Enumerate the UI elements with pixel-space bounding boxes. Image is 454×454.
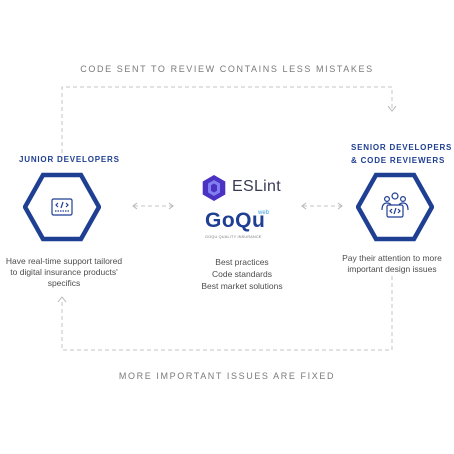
goqu-subtitle: GOQU QUALITY INSURANCE <box>205 235 262 239</box>
benefit-item: Code standards <box>211 269 272 279</box>
senior-developers-title: SENIOR DEVELOPERS & CODE REVIEWERS <box>351 141 452 167</box>
junior-developers-title: JUNIOR DEVELOPERS <box>19 155 120 164</box>
goqu-web-tag: web <box>258 210 270 216</box>
bottom-loop-line <box>61 274 393 351</box>
eslint-wordmark: ESLint <box>232 178 281 195</box>
junior-description-line: to digital insurance products' <box>10 267 118 277</box>
benefit-item: Best practices <box>215 257 269 267</box>
team-code-icon <box>381 192 409 218</box>
junior-hexagon <box>22 172 102 242</box>
senior-description: Pay their attention to more important de… <box>334 253 450 275</box>
left-arrowhead-left <box>132 202 138 210</box>
benefit-item: Best market solutions <box>201 281 283 291</box>
senior-title-line: & CODE REVIEWERS <box>351 156 446 165</box>
senior-title-line: SENIOR DEVELOPERS <box>351 143 453 152</box>
senior-description-line: important design issues <box>347 264 437 274</box>
benefits-list: Best practices Code standards Best marke… <box>180 256 304 292</box>
top-loop-line <box>61 86 393 160</box>
right-arrowhead-right <box>337 202 343 210</box>
junior-description: Have real-time support tailored to digit… <box>2 256 126 289</box>
top-loop-arrowhead <box>387 105 397 112</box>
senior-description-line: Pay their attention to more <box>342 253 442 263</box>
code-keyboard-icon <box>51 198 73 216</box>
junior-description-line: specifics <box>47 278 81 288</box>
senior-hexagon <box>355 172 435 242</box>
eslint-logo-mark <box>200 174 228 202</box>
top-caption: CODE SENT TO REVIEW CONTAINS LESS MISTAK… <box>80 64 374 74</box>
bottom-caption: MORE IMPORTANT ISSUES ARE FIXED <box>118 371 336 381</box>
goqu-wordmark: GoQu <box>205 209 266 232</box>
left-arrowhead-right <box>168 202 174 210</box>
bottom-loop-arrowhead <box>57 296 67 303</box>
junior-description-line: Have real-time support tailored <box>5 256 123 266</box>
right-arrowhead-left <box>301 202 307 210</box>
